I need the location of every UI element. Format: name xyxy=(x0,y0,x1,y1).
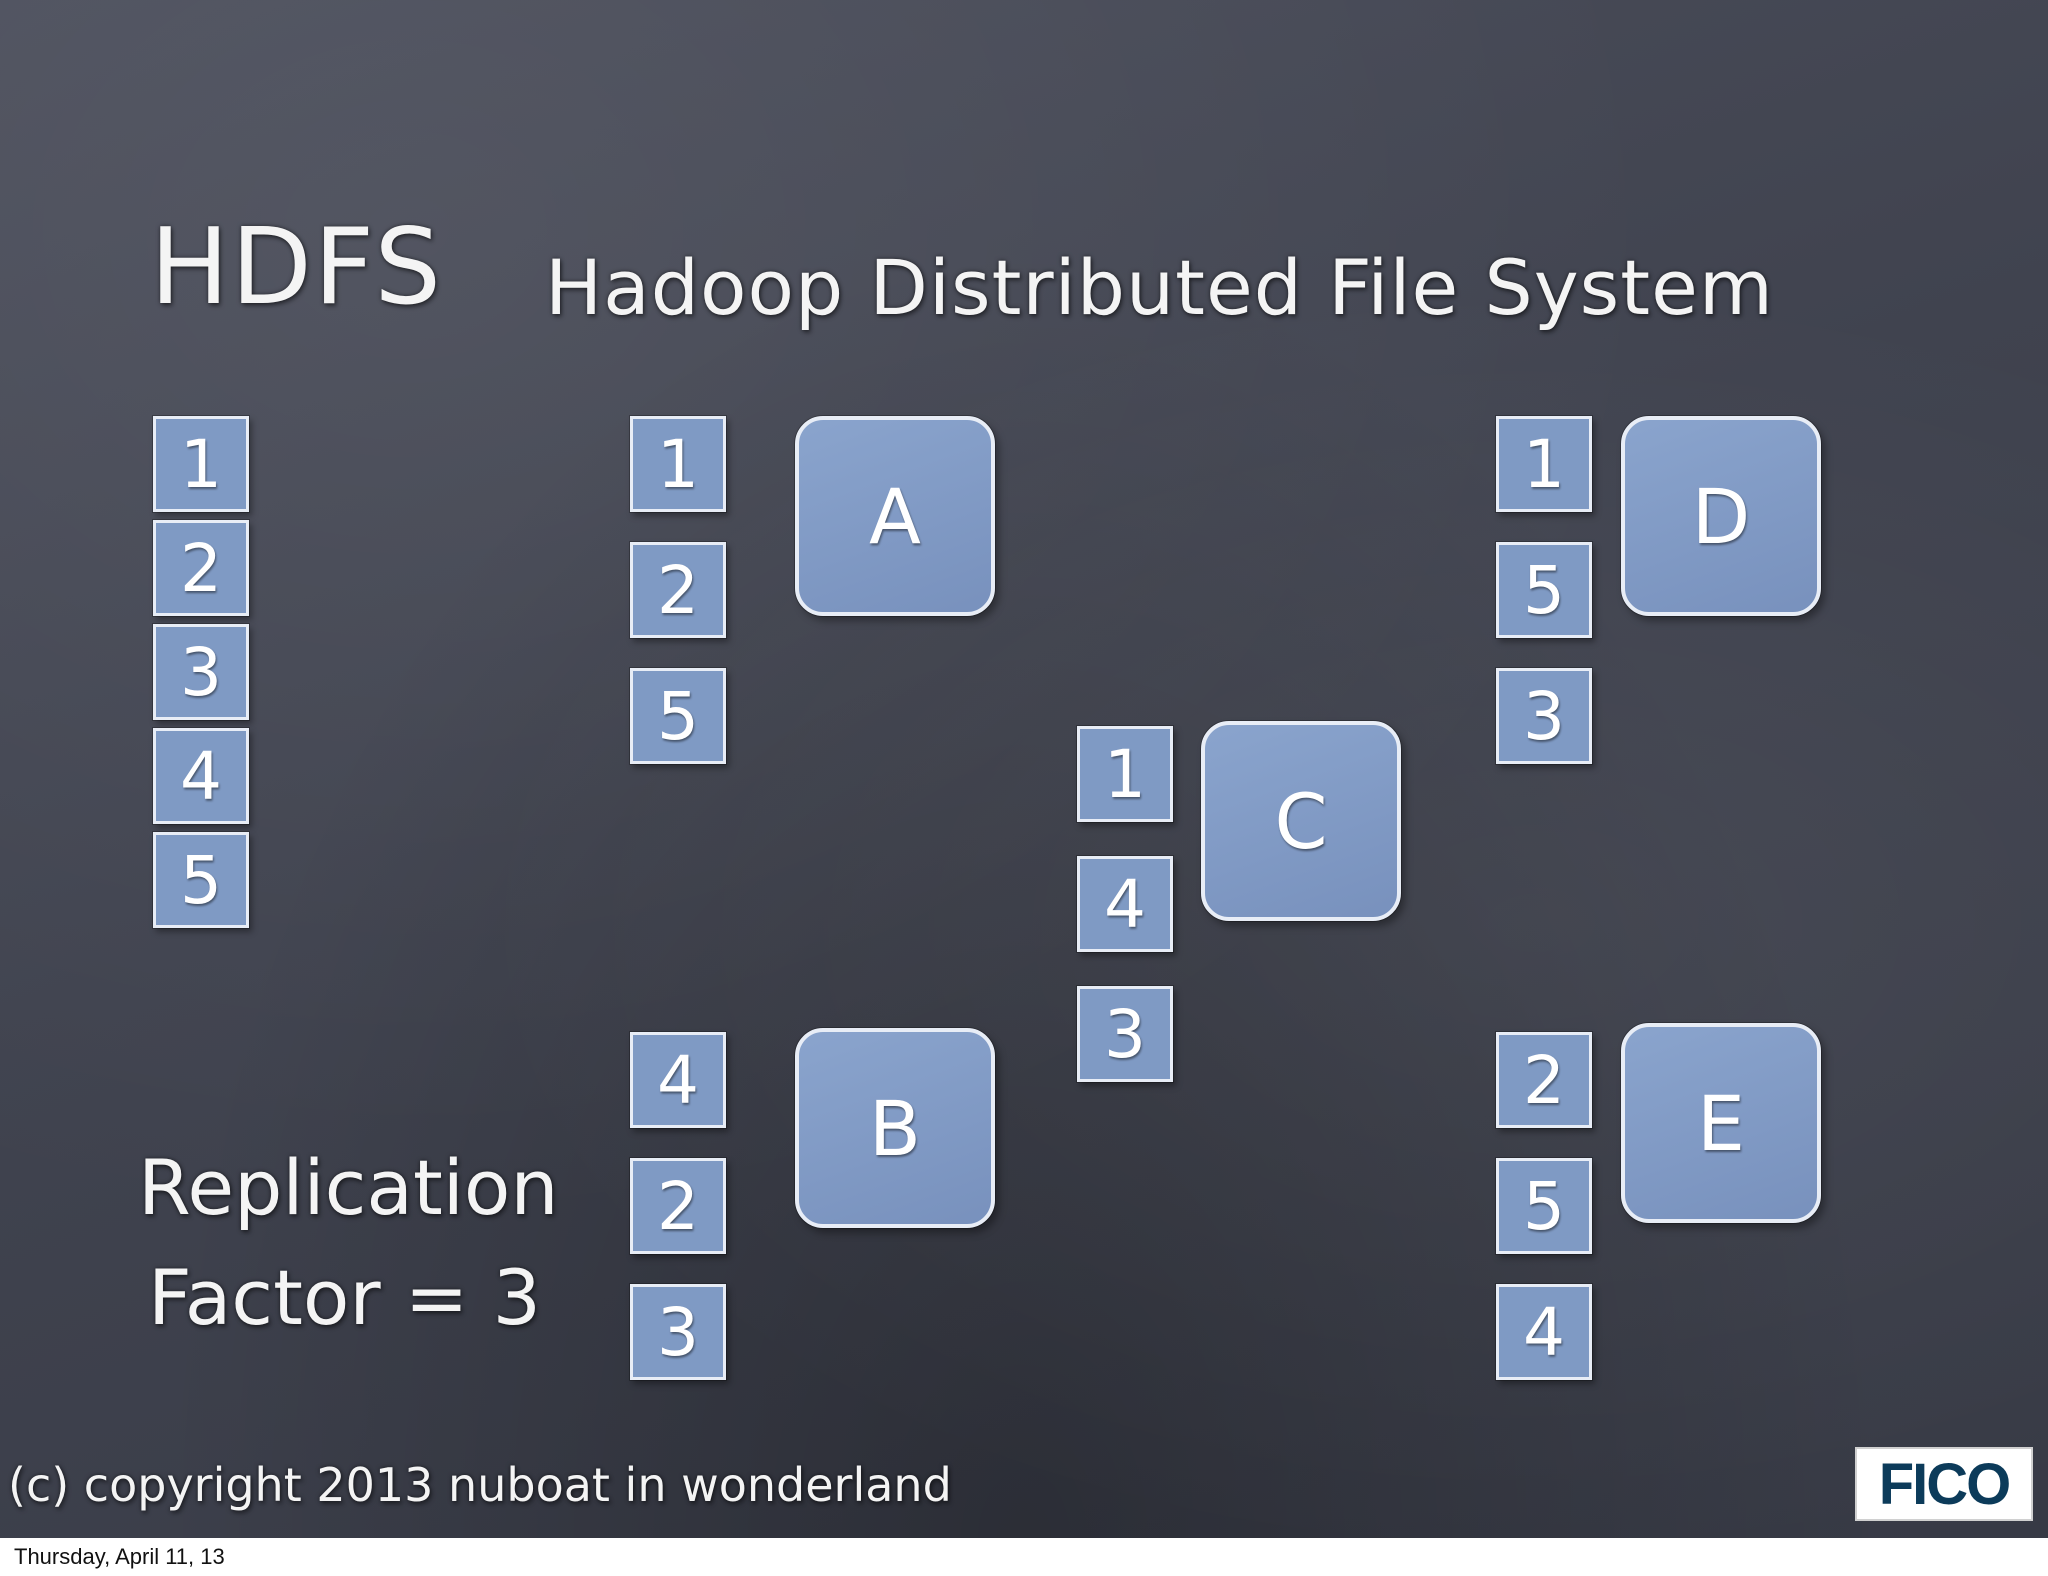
block-replica: 2 xyxy=(630,1158,726,1254)
footer-date: Thursday, April 11, 13 xyxy=(14,1544,225,1569)
file-block: 5 xyxy=(153,832,249,928)
title-full: Hadoop Distributed File System xyxy=(545,243,1774,332)
file-block: 3 xyxy=(153,624,249,720)
title-abbreviation: HDFS xyxy=(150,206,444,328)
data-node-d: D xyxy=(1621,416,1821,616)
block-replica: 4 xyxy=(1496,1284,1592,1380)
file-block: 2 xyxy=(153,520,249,616)
block-replica: 5 xyxy=(1496,542,1592,638)
replication-label-line1: Replication xyxy=(138,1143,559,1232)
block-replica: 5 xyxy=(630,668,726,764)
block-replica: 2 xyxy=(1496,1032,1592,1128)
block-replica: 3 xyxy=(1496,668,1592,764)
data-node-a: A xyxy=(795,416,995,616)
copyright-notice: (c) copyright 2013 nuboat in wonderland xyxy=(8,1458,952,1512)
block-replica: 4 xyxy=(1077,856,1173,952)
slide: HDFS Hadoop Distributed File System 1 2 … xyxy=(0,0,2048,1538)
block-replica: 4 xyxy=(630,1032,726,1128)
block-replica: 5 xyxy=(1496,1158,1592,1254)
data-node-b: B xyxy=(795,1028,995,1228)
block-replica: 2 xyxy=(630,542,726,638)
data-node-e: E xyxy=(1621,1023,1821,1223)
data-node-c: C xyxy=(1201,721,1401,921)
block-replica: 3 xyxy=(630,1284,726,1380)
fico-logo: FICO xyxy=(1855,1447,2033,1521)
block-replica: 3 xyxy=(1077,986,1173,1082)
replication-label-line2: Factor = 3 xyxy=(148,1253,541,1342)
block-replica: 1 xyxy=(1077,726,1173,822)
file-block: 1 xyxy=(153,416,249,512)
block-replica: 1 xyxy=(630,416,726,512)
file-block: 4 xyxy=(153,728,249,824)
block-replica: 1 xyxy=(1496,416,1592,512)
